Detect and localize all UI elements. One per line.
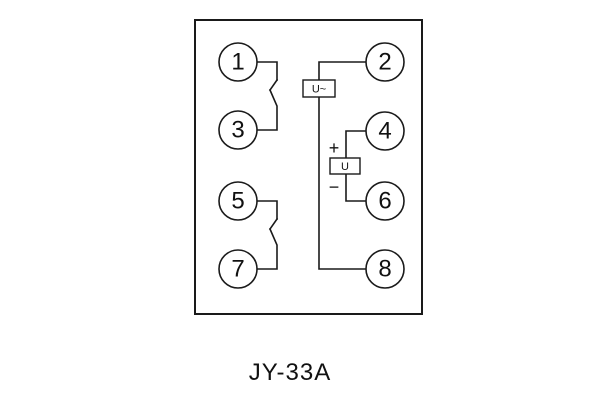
terminal-8: 8 [365,249,405,289]
terminal-3: 3 [218,110,258,150]
ac-coil-circuit [318,61,367,270]
model-label: JY-33A [249,359,332,386]
terminal-1-number: 1 [231,49,244,76]
terminal-3-number: 3 [231,117,244,144]
relay-frame [194,19,423,315]
contact-5-7 [256,200,279,270]
terminal-4: 4 [365,111,405,151]
terminal-7-number: 7 [231,256,244,283]
ac-coil-label: U~ [312,84,326,96]
terminal-5-number: 5 [231,188,244,215]
terminal-6: 6 [365,181,405,221]
dc-coil: U [329,157,361,175]
terminal-5: 5 [218,181,258,221]
terminal-2-number: 2 [378,49,391,76]
ac-coil: U~ [302,79,336,98]
terminal-1: 1 [218,42,258,82]
plus-sign: + [329,138,340,158]
dc-coil-label: U [341,161,349,173]
dc-coil-circuit [345,130,367,202]
terminal-8-number: 8 [378,256,391,283]
terminal-2: 2 [365,42,405,82]
terminal-4-number: 4 [378,118,391,145]
terminal-6-number: 6 [378,188,391,215]
contact-1-3 [256,61,279,131]
terminal-7: 7 [218,249,258,289]
minus-sign: − [329,177,340,197]
